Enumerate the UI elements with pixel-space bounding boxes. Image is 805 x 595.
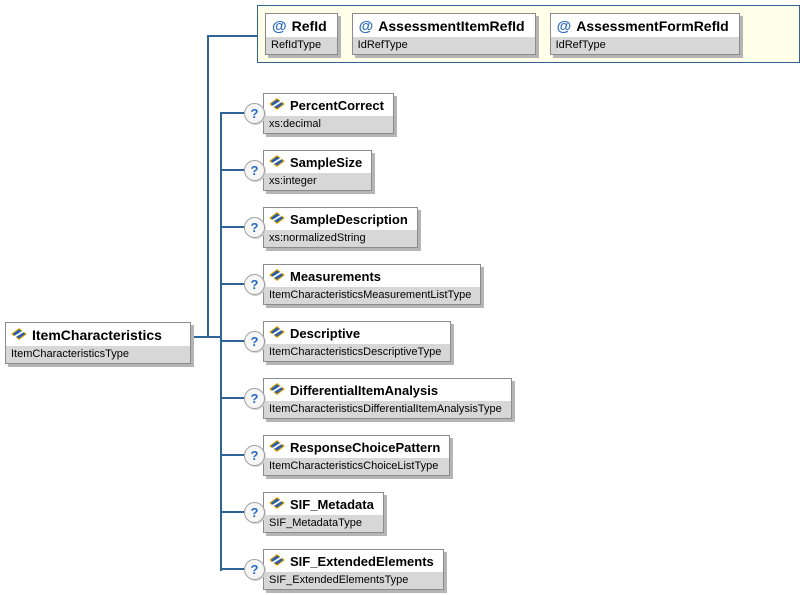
connector-line (221, 226, 248, 228)
root-element-node[interactable]: ItemCharacteristics ItemCharacteristicsT… (5, 322, 191, 364)
element-name-row: SIF_ExtendedElements (264, 550, 443, 572)
element-type: ItemCharacteristicsDescriptiveType (264, 344, 451, 361)
connector-line (221, 454, 248, 456)
attribute-icon: @ (358, 17, 374, 35)
attribute-node[interactable]: @ AssessmentFormRefId IdRefType (549, 13, 740, 55)
element-icon (269, 553, 285, 570)
optional-occurrence-badge: ? (244, 331, 265, 352)
optional-occurrence-badge: ? (244, 559, 265, 580)
element-name: PercentCorrect (290, 98, 384, 113)
element-name-row: DifferentialItemAnalysis (264, 379, 511, 401)
element-name-row: SampleDescription (264, 208, 417, 230)
element-name: ResponseChoicePattern (290, 440, 441, 455)
element-type: xs:normalizedString (264, 230, 417, 247)
element-name-row: Measurements (264, 265, 481, 287)
element-icon (269, 268, 285, 285)
element-name: SampleDescription (290, 212, 408, 227)
element-name-row: PercentCorrect (264, 94, 393, 116)
element-name: SIF_ExtendedElements (290, 554, 434, 569)
connector-line (221, 340, 248, 342)
child-element-row: ? Measurements ItemCharacteristicsMeasur… (244, 264, 482, 305)
element-name: DifferentialItemAnalysis (290, 383, 439, 398)
element-node[interactable]: Measurements ItemCharacteristicsMeasurem… (263, 264, 482, 305)
element-icon (269, 211, 285, 228)
connector-line (207, 35, 209, 338)
optional-occurrence-badge: ? (244, 445, 265, 466)
connector-line (221, 112, 248, 114)
root-element-type: ItemCharacteristicsType (6, 346, 190, 363)
optional-occurrence-badge: ? (244, 103, 265, 124)
child-element-row: ? ResponseChoicePattern ItemCharacterist… (244, 435, 451, 476)
child-element-row: ? DifferentialItemAnalysis ItemCharacter… (244, 378, 512, 419)
attribute-name: RefId (291, 18, 327, 34)
optional-occurrence-badge: ? (244, 217, 265, 238)
attribute-type: IdRefType (550, 37, 739, 54)
element-type: xs:decimal (264, 116, 393, 133)
child-element-row: ? SampleSize xs:integer (244, 150, 373, 191)
element-type: SIF_MetadataType (264, 515, 383, 532)
element-name-row: SampleSize (264, 151, 372, 173)
connector-line (221, 397, 248, 399)
root-element-row: ItemCharacteristics ItemCharacteristicsT… (5, 322, 191, 364)
root-element-name-row: ItemCharacteristics (6, 323, 190, 346)
element-type: ItemCharacteristicsDifferentialItemAnaly… (264, 401, 511, 418)
connector-line (221, 511, 248, 513)
element-node[interactable]: PercentCorrect xs:decimal (263, 93, 394, 134)
attribute-node[interactable]: @ AssessmentItemRefId IdRefType (351, 13, 536, 55)
element-type: ItemCharacteristicsMeasurementListType (264, 287, 481, 304)
child-element-row: ? SIF_ExtendedElements SIF_ExtendedEleme… (244, 549, 444, 590)
connector-line (221, 568, 248, 570)
element-node[interactable]: SIF_Metadata SIF_MetadataType (263, 492, 384, 533)
element-icon (269, 496, 285, 513)
connector-line (221, 169, 248, 171)
element-name-row: Descriptive (264, 322, 451, 344)
child-element-row: ? PercentCorrect xs:decimal (244, 93, 394, 134)
element-type: SIF_ExtendedElementsType (264, 572, 443, 589)
element-icon (269, 382, 285, 399)
element-node[interactable]: SIF_ExtendedElements SIF_ExtendedElement… (263, 549, 444, 590)
element-name: SampleSize (290, 155, 363, 170)
element-name: SIF_Metadata (290, 497, 374, 512)
element-name-row: ResponseChoicePattern (264, 436, 450, 458)
optional-occurrence-badge: ? (244, 388, 265, 409)
connector-line (207, 35, 258, 37)
element-icon (269, 97, 285, 114)
child-element-row: ? SampleDescription xs:normalizedString (244, 207, 418, 248)
attribute-name-row: @ RefId (266, 14, 337, 37)
element-icon (269, 154, 285, 171)
child-element-row: ? Descriptive ItemCharacteristicsDescrip… (244, 321, 452, 362)
element-icon (269, 325, 285, 342)
element-name-row: SIF_Metadata (264, 493, 383, 515)
attribute-name: AssessmentItemRefId (378, 18, 525, 34)
child-element-row: ? SIF_Metadata SIF_MetadataType (244, 492, 384, 533)
attribute-type: RefIdType (266, 37, 337, 54)
element-icon (11, 326, 27, 344)
element-name: Measurements (290, 269, 382, 284)
element-type: ItemCharacteristicsChoiceListType (264, 458, 450, 475)
attribute-name-row: @ AssessmentItemRefId (352, 14, 535, 37)
attribute-icon: @ (556, 17, 572, 35)
attribute-name: AssessmentFormRefId (576, 18, 729, 34)
element-type: xs:integer (264, 173, 372, 190)
optional-occurrence-badge: ? (244, 502, 265, 523)
root-element-name: ItemCharacteristics (32, 327, 162, 343)
optional-occurrence-badge: ? (244, 274, 265, 295)
element-node[interactable]: Descriptive ItemCharacteristicsDescripti… (263, 321, 452, 362)
element-node[interactable]: SampleDescription xs:normalizedString (263, 207, 418, 248)
element-node[interactable]: DifferentialItemAnalysis ItemCharacteris… (263, 378, 512, 419)
element-name: Descriptive (290, 326, 361, 341)
connector-line (221, 283, 248, 285)
element-node[interactable]: ResponseChoicePattern ItemCharacteristic… (263, 435, 451, 476)
attribute-icon: @ (272, 17, 287, 35)
element-icon (269, 439, 285, 456)
attributes-group: @ RefId RefIdType @ AssessmentItemRefId … (257, 5, 800, 63)
optional-occurrence-badge: ? (244, 160, 265, 181)
attribute-node[interactable]: @ RefId RefIdType (265, 13, 338, 55)
connector-line (192, 336, 221, 338)
attribute-type: IdRefType (352, 37, 535, 54)
attribute-name-row: @ AssessmentFormRefId (550, 14, 739, 37)
element-node[interactable]: SampleSize xs:integer (263, 150, 373, 191)
